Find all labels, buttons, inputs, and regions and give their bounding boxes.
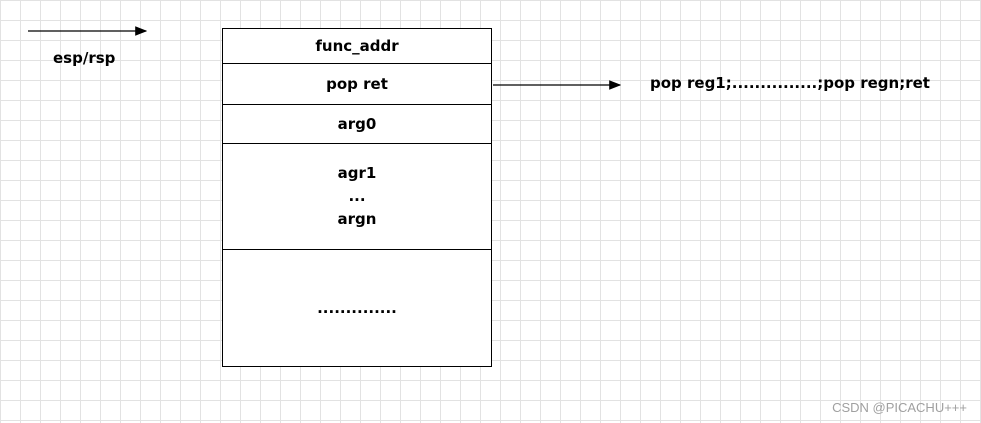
cell-line: argn [337, 210, 377, 228]
cell-line: ... [348, 187, 366, 205]
stack-cell-arg0: arg0 [223, 105, 491, 144]
gadget-label: pop reg1;...............;pop regn;ret [650, 74, 930, 92]
cell-line: arg0 [337, 114, 377, 133]
cell-line: .............. [317, 299, 397, 317]
stack-diagram: func_addr pop ret arg0 agr1 ... argn ...… [222, 28, 492, 367]
cell-line: agr1 [337, 164, 377, 182]
stack-cell-args: agr1 ... argn [223, 144, 491, 250]
cell-line: pop ret [326, 74, 388, 93]
watermark: CSDN @PICACHU+++ [832, 400, 967, 415]
cell-line: func_addr [315, 36, 399, 55]
stack-cell-pop-ret: pop ret [223, 64, 491, 105]
stack-cell-rest: .............. [223, 250, 491, 367]
stack-cell-func-addr: func_addr [223, 29, 491, 64]
pointer-label: esp/rsp [53, 49, 116, 67]
